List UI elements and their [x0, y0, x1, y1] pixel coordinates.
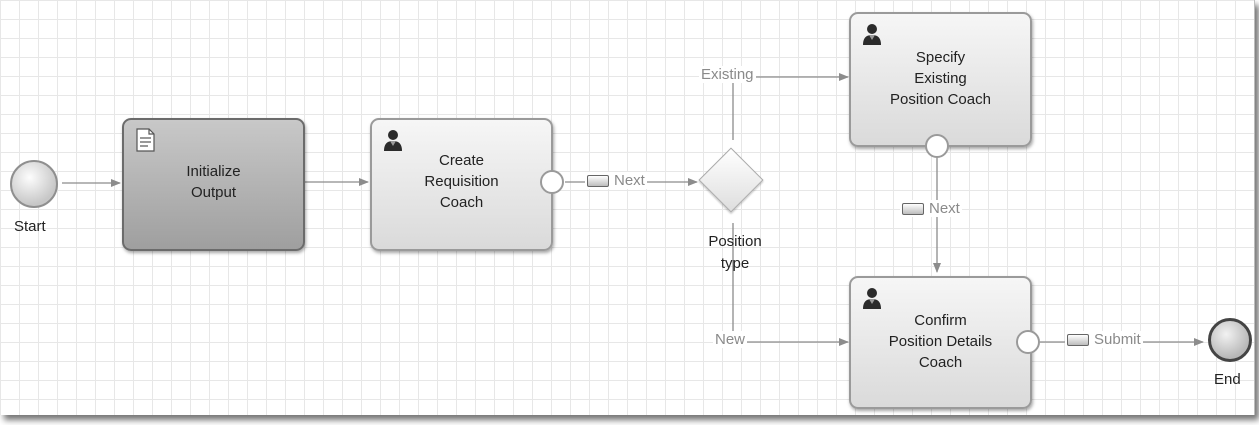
start-label: Start	[14, 218, 46, 235]
flow-next-2-text: Next	[929, 200, 960, 217]
user-icon	[384, 130, 402, 151]
message-icon	[1067, 333, 1089, 346]
flow-submit-text: Submit	[1094, 331, 1141, 348]
confirm-details-label: Confirm Position Details Coach	[888, 312, 993, 371]
gateway-label: Position type	[708, 233, 762, 272]
flow-next-text: Next	[614, 172, 645, 189]
create-requisition-label: Create Requisition Coach	[424, 152, 499, 211]
specify-existing-label: Specify Existing Position Coach	[890, 49, 991, 108]
confirm-position-details-coach-task[interactable]: Confirm Position Details Coach	[849, 276, 1032, 409]
flow-label-next: Next	[585, 172, 647, 189]
user-icon	[863, 24, 881, 45]
message-icon	[587, 174, 609, 187]
script-icon	[136, 128, 155, 152]
end-label: End	[1214, 371, 1241, 388]
end-event[interactable]	[1208, 318, 1252, 362]
start-event[interactable]	[10, 160, 58, 208]
initialize-output-label: Initialize Output	[186, 163, 241, 201]
flow-label-new: New	[713, 331, 748, 348]
specify-existing-position-coach-task[interactable]: Specify Existing Position Coach	[849, 12, 1032, 147]
confirm-details-output-port[interactable]	[1016, 330, 1040, 354]
flow-label-submit: Submit	[1065, 331, 1143, 348]
initialize-output-task[interactable]: Initialize Output	[122, 118, 305, 251]
specify-existing-output-port[interactable]	[925, 134, 949, 158]
flow-label-next-2: Next	[900, 200, 962, 217]
diagram-canvas[interactable]: Start Initialize Output Create Requisiti…	[0, 0, 1255, 415]
flow-gateway-existing[interactable]	[732, 73, 849, 140]
create-requisition-output-port[interactable]	[540, 170, 564, 194]
create-requisition-coach-task[interactable]: Create Requisition Coach	[370, 118, 553, 251]
flow-label-existing: Existing	[699, 66, 756, 83]
user-icon	[863, 288, 881, 309]
message-icon	[902, 202, 924, 215]
